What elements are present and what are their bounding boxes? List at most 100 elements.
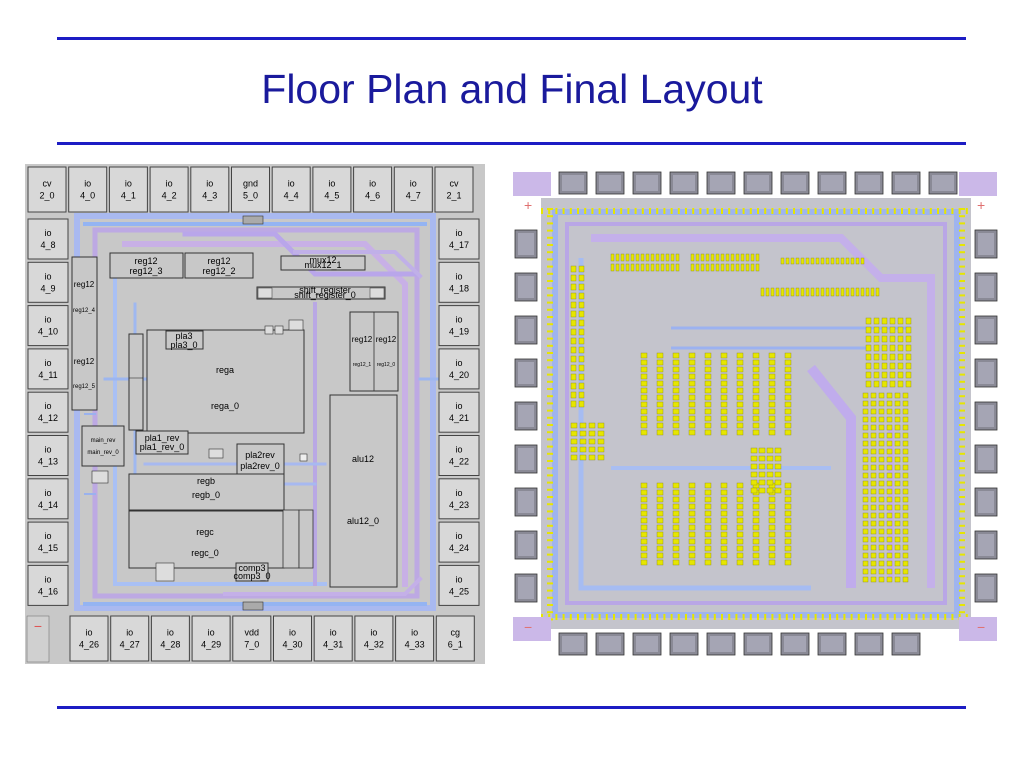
layout-edge-cell (944, 614, 947, 620)
layout-cell (720, 517, 728, 524)
layout-cell (640, 489, 648, 496)
layout-cell (672, 517, 680, 524)
layout-cell (736, 380, 744, 387)
layout-cell (870, 440, 877, 447)
layout-cell (578, 391, 585, 399)
top-pad-4_4-label: 4_4 (284, 191, 299, 201)
layout-cell (862, 464, 869, 471)
layout-cell (881, 344, 888, 352)
layout-cell (750, 463, 758, 470)
block-main-rev: main_rev main_rev_0 (81, 425, 125, 467)
layout-cell (720, 482, 728, 489)
layout-top-pad-inner (562, 175, 584, 191)
left-pad-4_10: io4_10 (27, 305, 69, 347)
layout-cell (886, 520, 893, 527)
layout-cell (656, 559, 664, 566)
layout-edge-cell (959, 416, 965, 419)
layout-cell (720, 503, 728, 510)
layout-cell (630, 263, 635, 272)
layout-cell (736, 524, 744, 531)
layout-cell (578, 337, 585, 345)
layout-edge-cell (959, 301, 965, 304)
block-reg12-4-name: reg12_4 (73, 308, 96, 314)
layout-cell (897, 380, 904, 388)
layout-cell (870, 520, 877, 527)
layout-cell (873, 371, 880, 379)
layout-cell (860, 257, 865, 265)
layout-cell (640, 538, 648, 545)
layout-cell (795, 287, 800, 297)
layout-cell (656, 531, 664, 538)
layout-edge-cell (706, 208, 709, 214)
layout-edge-cell (959, 424, 965, 426)
layout-cell (870, 480, 877, 487)
layout-cell (660, 263, 665, 272)
layout-edge-cell (627, 208, 630, 214)
layout-cell (889, 380, 896, 388)
layout-edge-cell (547, 553, 553, 556)
layout-cell (784, 531, 792, 538)
layout-cell (656, 387, 664, 394)
layout-cell (768, 538, 776, 545)
top-pad-4_0-type: io (84, 179, 91, 189)
right-pad-4_21-label: 4_21 (449, 413, 469, 423)
layout-edge-cell (742, 208, 745, 214)
layout-cell (800, 257, 805, 265)
layout-cell (862, 488, 869, 495)
layout-cell (578, 373, 585, 381)
layout-cell (873, 353, 880, 361)
bottom-pad-6_1-label: 6_1 (448, 640, 463, 650)
layout-cell (720, 415, 728, 422)
layout-edge-cell (670, 208, 673, 214)
layout-cell (578, 400, 585, 408)
layout-cell (672, 552, 680, 559)
layout-edge-cell (959, 409, 965, 412)
layout-cell (775, 287, 780, 297)
layout-cell (704, 415, 712, 422)
layout-edge-cell (959, 474, 965, 477)
layout-edge-cell (908, 208, 911, 214)
layout-cell (886, 408, 893, 415)
block-shift-register-0: shift_register shift_register_0 (256, 285, 386, 300)
layout-cell (640, 422, 648, 429)
layout-edge-cell (959, 575, 965, 578)
layout-edge-cell (757, 614, 759, 620)
block-reg12-2: reg12 reg12_2 (184, 252, 254, 279)
layout-edge-cell (807, 614, 810, 620)
layout-cell (873, 335, 880, 343)
layout-edge-cell (721, 208, 723, 214)
block-alu12-0-name: alu12_0 (347, 516, 379, 526)
layout-cell (578, 346, 585, 354)
layout-cell (688, 524, 696, 531)
layout-cell (800, 287, 805, 297)
layout-cell (766, 463, 774, 470)
layout-cell (720, 352, 728, 359)
bottom-pad-4_29: io4_29 (191, 615, 231, 662)
layout-cell (720, 559, 728, 566)
layout-edge-cell (547, 452, 553, 455)
layout-cell (672, 408, 680, 415)
layout-right-pad-inner (978, 448, 994, 470)
right-pad-4_19-label: 4_19 (449, 327, 469, 337)
layout-cell (870, 576, 877, 583)
layout-cell (752, 366, 760, 373)
layout-edge-cell (872, 208, 875, 214)
layout-cell (704, 352, 712, 359)
layout-cell (886, 544, 893, 551)
layout-cell (570, 430, 578, 437)
layout-edge-cell (670, 614, 673, 620)
layout-edge-cell (547, 546, 553, 549)
layout-cell (650, 253, 655, 262)
layout-cell (615, 253, 620, 262)
layout-cell (768, 429, 776, 436)
layout-edge-cell (879, 208, 882, 214)
block-reg12-5-type: reg12 (74, 357, 95, 366)
layout-cell (873, 380, 880, 388)
layout-cell (672, 394, 680, 401)
layout-cell (862, 400, 869, 407)
layout-edge-cell (547, 359, 553, 362)
block-regc-0-type: regc (196, 527, 214, 537)
layout-cell (579, 454, 587, 461)
layout-cell (886, 416, 893, 423)
right-pad-4_20-type: io (455, 358, 462, 368)
